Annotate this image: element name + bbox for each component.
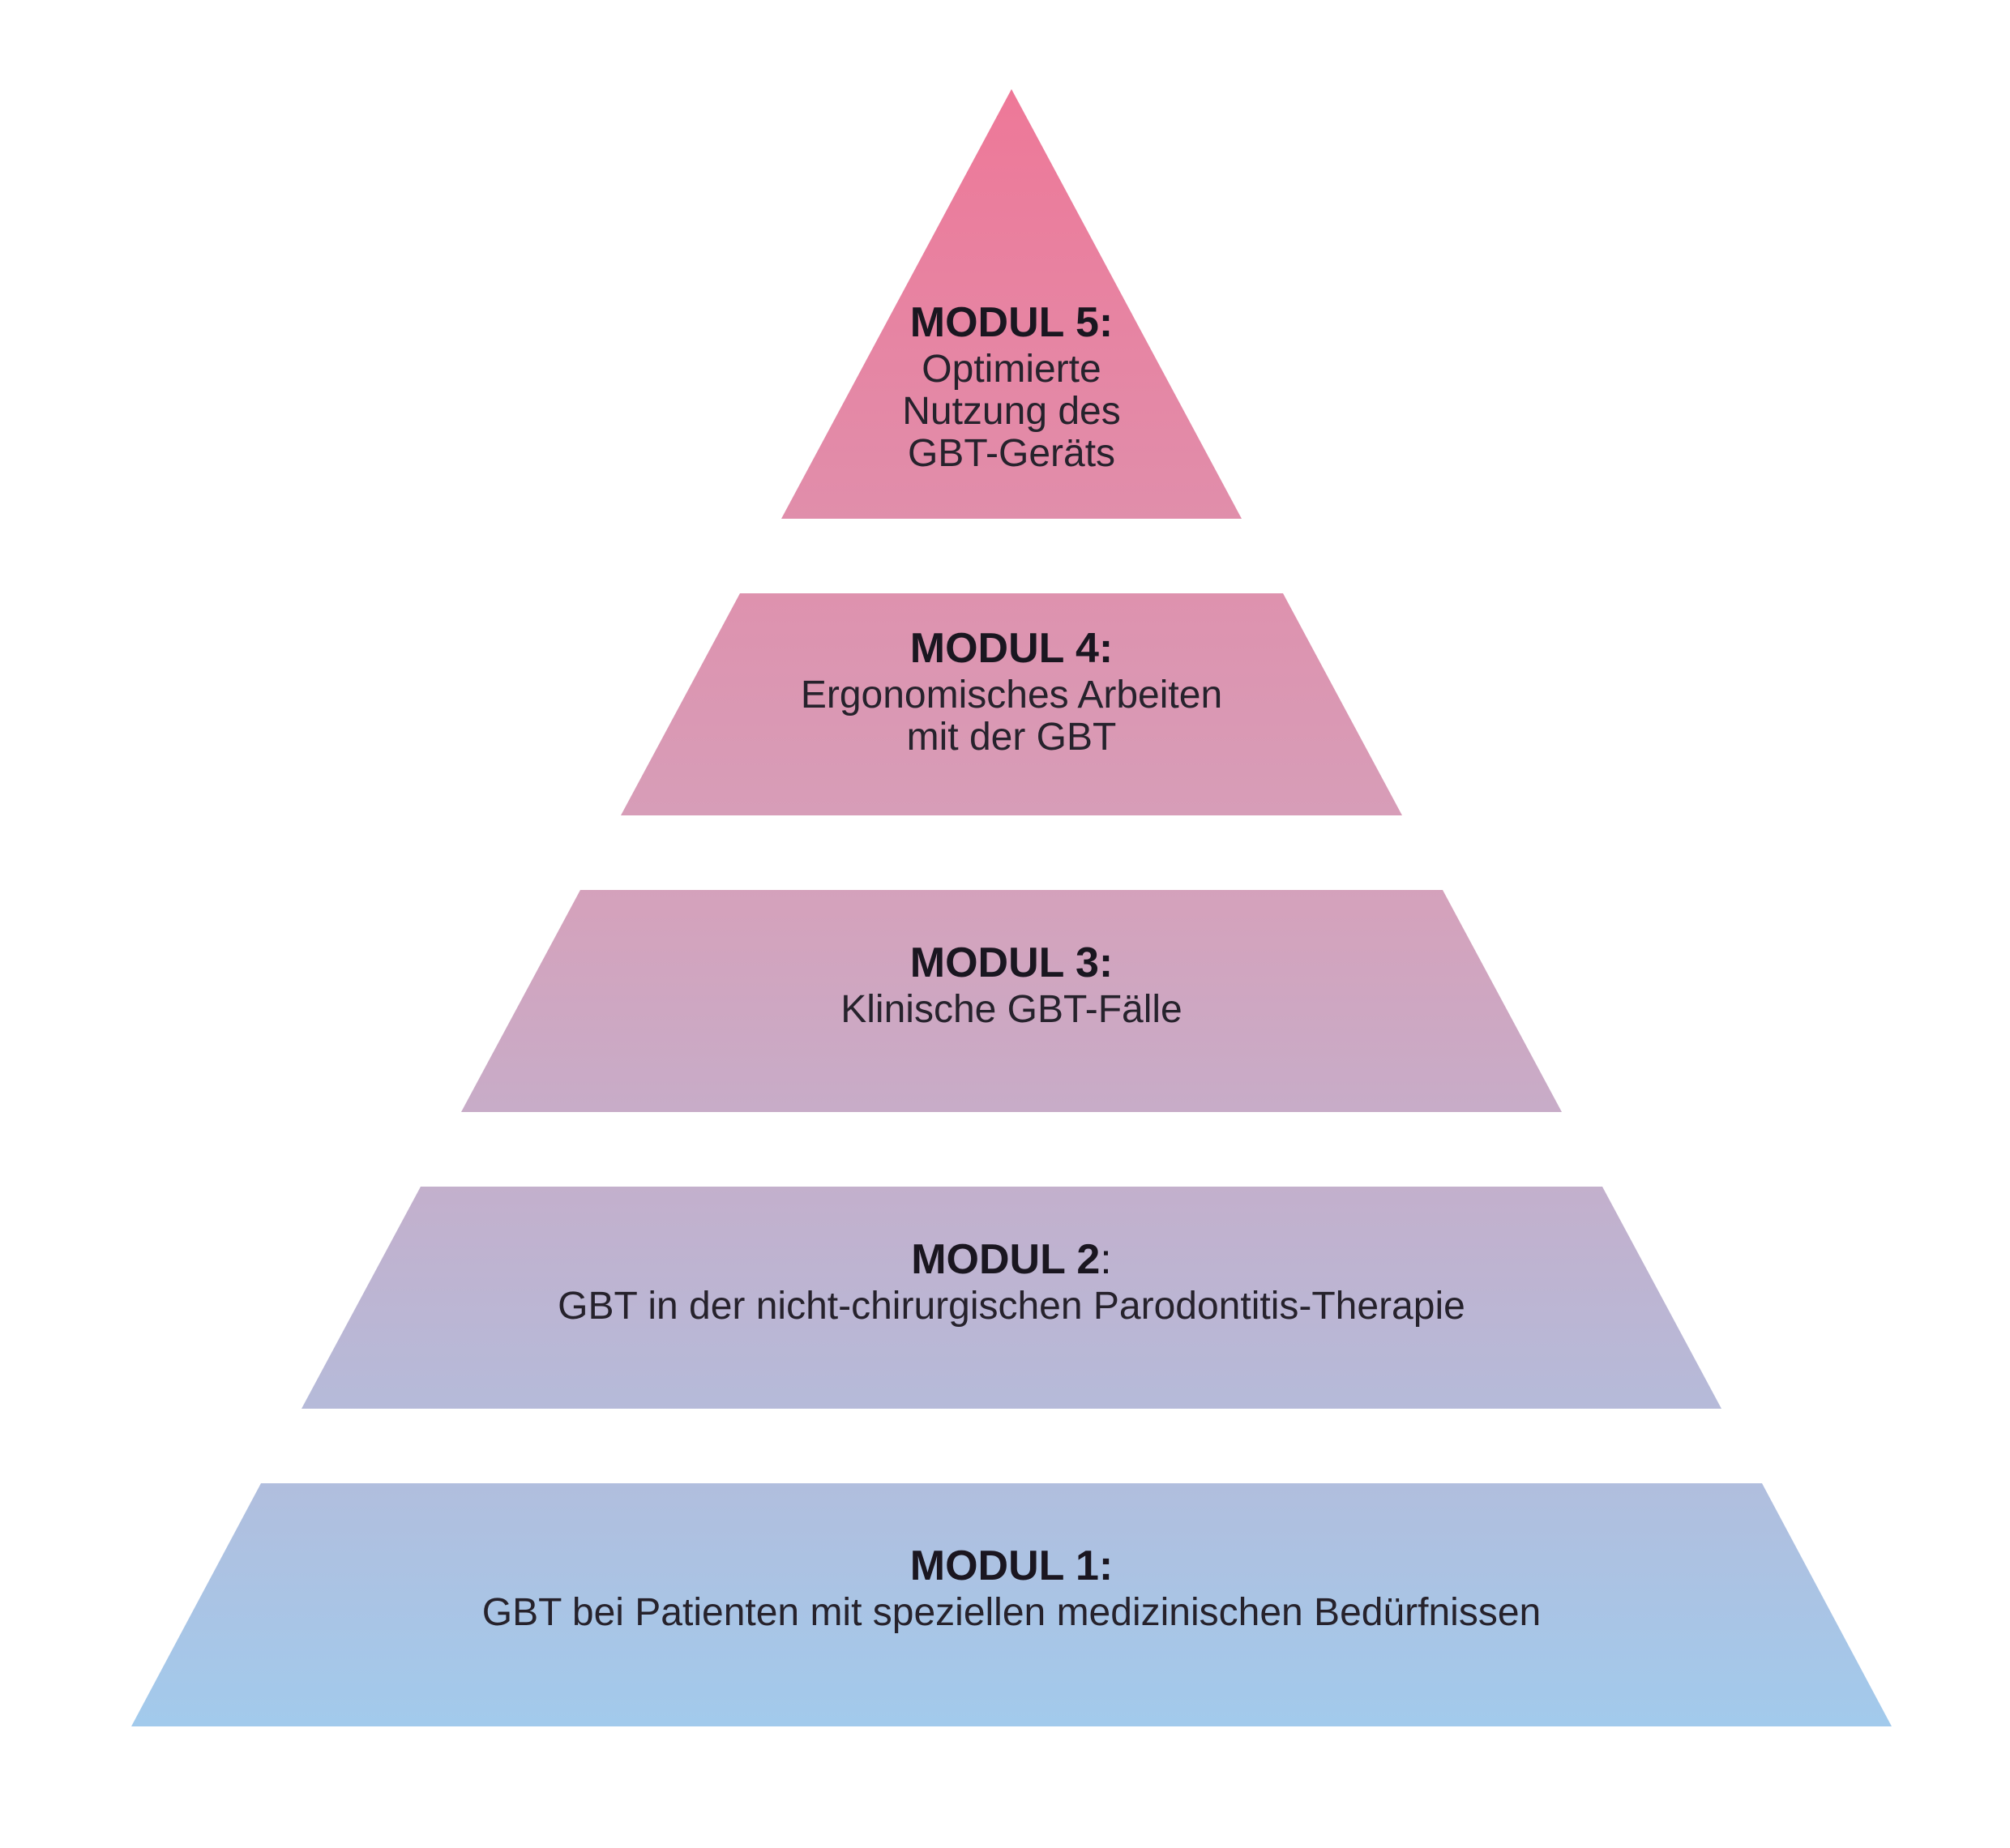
level-5-shape xyxy=(781,89,1242,519)
level-1-label: MODUL 1: GBT bei Patienten mit spezielle… xyxy=(363,1540,1660,1634)
level-1-desc-line-1: GBT bei Patienten mit speziellen medizin… xyxy=(481,1591,1542,1634)
level-3-desc-line-1: Klinische GBT-Fälle xyxy=(840,988,1182,1031)
level-4-shape xyxy=(621,593,1402,815)
level-4-title: MODUL 4: xyxy=(909,625,1114,672)
level-2-title: MODUL 2 xyxy=(911,1236,1101,1283)
level-2-shape xyxy=(302,1187,1721,1409)
level-2-label: MODUL 2: GBT in der nicht-chirurgischen … xyxy=(444,1234,1579,1328)
level-5-title: MODUL 5: xyxy=(909,299,1114,346)
level-4-desc-line-1: Ergonomisches Arbeiten xyxy=(800,674,1223,717)
level-2-title-suffix: : xyxy=(1100,1236,1112,1283)
level-2-title-row: MODUL 2: xyxy=(444,1234,1579,1285)
level-5-desc-line-1: Optimierte xyxy=(922,348,1101,391)
level-5-desc-line-3: GBT-Geräts xyxy=(907,432,1116,475)
level-1-shape xyxy=(131,1483,1892,1726)
level-3-shape xyxy=(461,890,1562,1112)
level-4-desc-line-2: mit der GBT xyxy=(906,716,1117,759)
level-5-label: MODUL 5: Optimierte Nutzung des GBT-Gerä… xyxy=(768,297,1255,475)
level-2-desc-line-1: GBT in der nicht-chirurgischen Parodonti… xyxy=(558,1285,1465,1328)
level-1-title: MODUL 1: xyxy=(909,1542,1114,1589)
level-5-desc-line-2: Nutzung des xyxy=(902,390,1121,433)
level-3-title: MODUL 3: xyxy=(909,939,1114,986)
level-3-label: MODUL 3: Klinische GBT-Fälle xyxy=(606,937,1417,1031)
level-4-label: MODUL 4: Ergonomisches Arbeiten mit der … xyxy=(687,622,1336,759)
